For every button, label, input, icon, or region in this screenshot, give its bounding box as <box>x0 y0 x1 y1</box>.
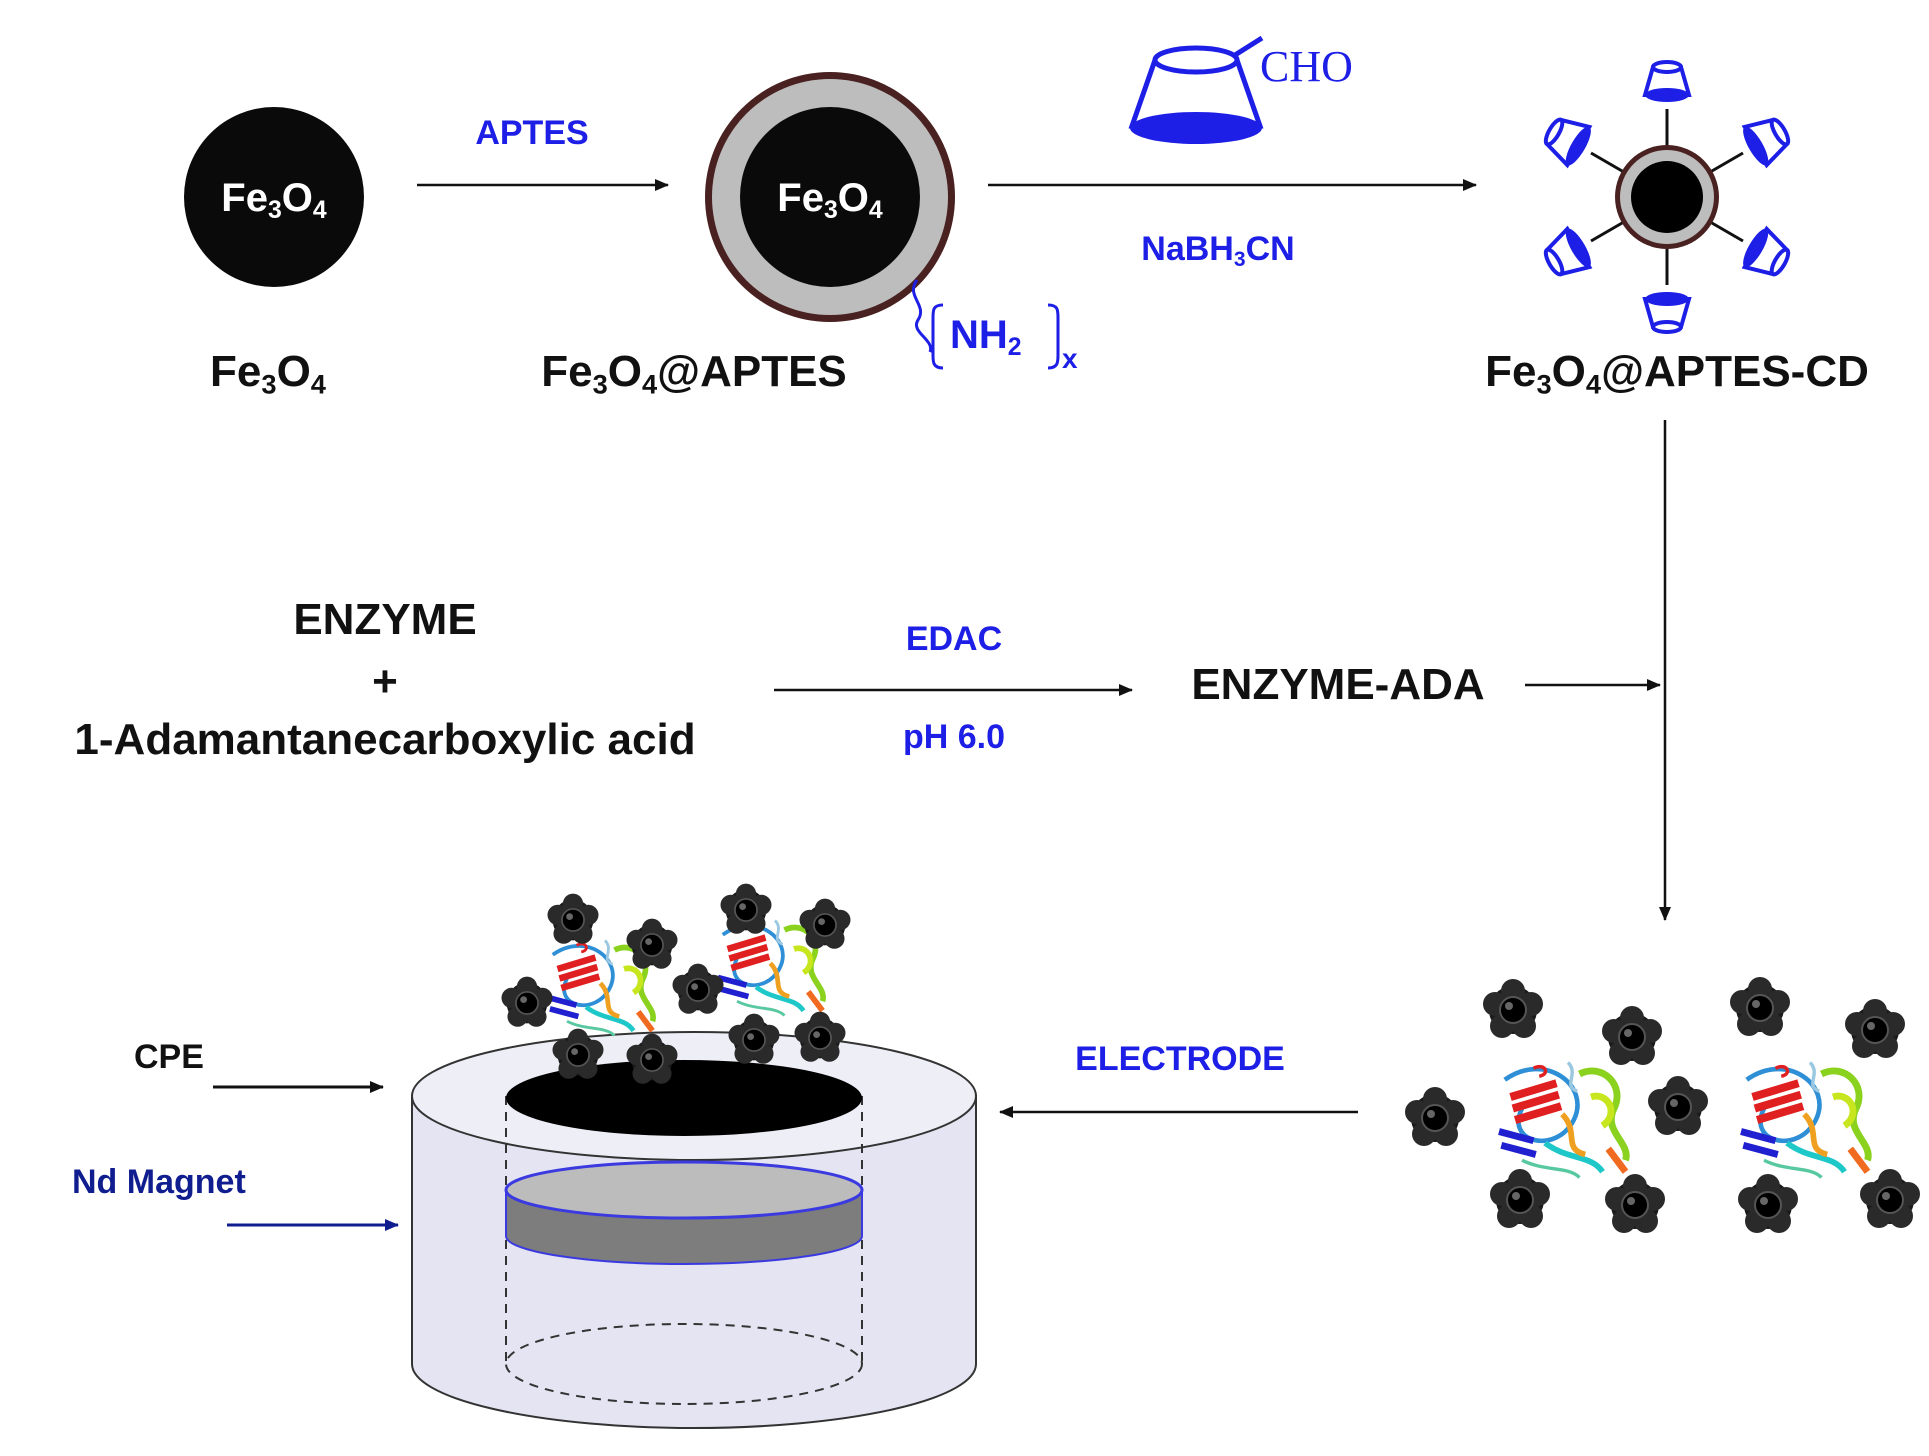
label-enzyme-ada: ENZYME-ADA <box>1191 660 1485 709</box>
label-nd-magnet: Nd Magnet <box>72 1163 246 1201</box>
amine-bracket-right <box>1047 303 1060 370</box>
amine-bracket-left <box>931 303 944 370</box>
carbon-paste-electrode-icon <box>411 1031 977 1429</box>
label-fe3o4: Fe3O4 <box>210 347 326 400</box>
magnetite-nanoparticle-icon <box>184 107 364 287</box>
aptes-coated-nanoparticle-icon <box>705 72 955 353</box>
cd-functionalized-nanoparticle-icon <box>1536 60 1798 334</box>
core-label-fe3o4-aptes: Fe3O4 <box>777 176 883 224</box>
reagent-nabh3cn: NaBH3CN <box>1141 230 1295 271</box>
cyclodextrin-cone-icon <box>1128 35 1264 144</box>
reagent-ph: pH 6.0 <box>902 718 1006 756</box>
label-cpe: CPE <box>134 1038 204 1076</box>
amine-subscript-x: x <box>1062 343 1078 374</box>
label-plus: + <box>372 657 398 706</box>
label-fe3o4-aptes: Fe3O4@APTES <box>541 347 847 400</box>
reagent-aptes: APTES <box>475 114 589 152</box>
core-label-fe3o4: Fe3O4 <box>221 176 327 224</box>
reagent-cho: CHO <box>1260 42 1353 91</box>
label-fe3o4-aptes-cd: Fe3O4@APTES-CD <box>1485 347 1869 400</box>
reagent-edac: EDAC <box>905 620 1003 658</box>
enzyme-complex-icon <box>1404 976 1921 1234</box>
label-adamantane-acid: 1-Adamantanecarboxylic acid <box>74 715 696 764</box>
reagent-electrode: ELECTRODE <box>1075 1040 1285 1078</box>
label-enzyme: ENZYME <box>293 595 477 644</box>
amine-group-label: NH2 <box>950 313 1022 361</box>
